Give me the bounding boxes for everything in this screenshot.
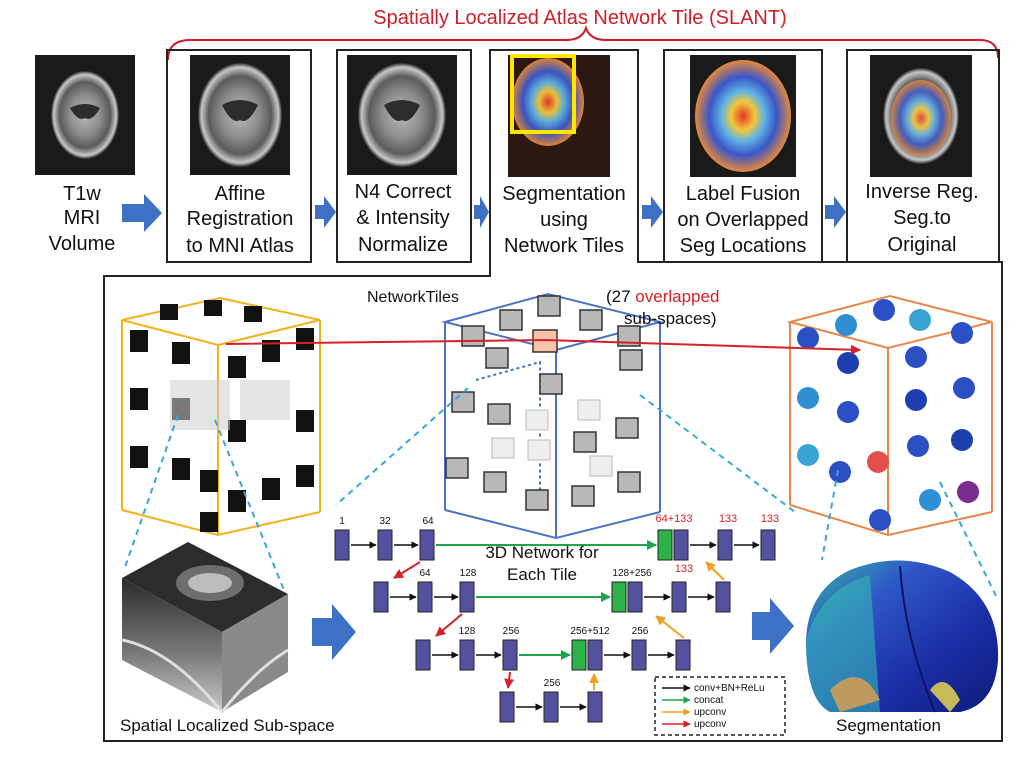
legend-label-upconv-red: upconv xyxy=(694,719,726,730)
network-tiles-label: NetworkTiles xyxy=(367,289,459,306)
step-label-volume-1: T1w xyxy=(63,183,101,205)
tile-segmentation-image xyxy=(508,55,610,177)
conv-block xyxy=(500,692,514,722)
legend-label-conv: conv+BN+ReLu xyxy=(694,683,765,694)
pipeline-arrow-1 xyxy=(122,194,162,232)
pipeline-arrow-5 xyxy=(825,196,846,228)
legend-label-concat: concat xyxy=(694,695,724,706)
orange-output-cube xyxy=(790,296,992,535)
unet-channel-label: 32 xyxy=(379,516,391,527)
conv-block xyxy=(718,530,732,560)
unet-output-label: 133 xyxy=(761,513,779,525)
conv-block xyxy=(416,640,430,670)
legend-label-upconv-orange: upconv xyxy=(694,707,726,718)
subspace-patch-image xyxy=(122,542,288,712)
step-label-affine-2: Registration xyxy=(187,208,294,230)
network-title-line-2: Each Tile xyxy=(507,565,577,584)
step-label-inverse-3: Original xyxy=(888,234,957,256)
conv-block xyxy=(544,692,558,722)
unet-channel-label: 64 xyxy=(419,568,431,579)
step-label-fusion-2: on Overlapped xyxy=(677,209,808,231)
conv-block xyxy=(418,582,432,612)
unet-channel-label: 256 xyxy=(632,626,649,637)
conv-block xyxy=(460,582,474,612)
inverse-registration-image xyxy=(870,55,972,177)
step-label-volume-3: Volume xyxy=(49,233,116,255)
step-label-volume-2: MRI xyxy=(64,207,101,229)
unet-output-label: 133 xyxy=(675,563,693,575)
unet-channel-label: 1 xyxy=(339,516,345,527)
conv-block xyxy=(674,530,688,560)
overlap-note: (27 overlapped xyxy=(606,287,719,306)
conv-block xyxy=(761,530,775,560)
unet-concat-label: 256+512 xyxy=(570,626,610,637)
unet-channel-label: 256 xyxy=(503,626,520,637)
conv-block xyxy=(588,640,602,670)
unet-output-label: 133 xyxy=(719,513,737,525)
unet-channel-label: 256 xyxy=(544,678,561,689)
subspace-label: Spatial Localized Sub-space xyxy=(120,716,335,735)
conv-block xyxy=(335,530,349,560)
step-label-fusion-1: Label Fusion xyxy=(686,183,801,205)
overlap-note-suffix: sub-spaces) xyxy=(624,309,717,328)
diagram-title: Spatially Localized Atlas Network Tile (… xyxy=(373,7,787,29)
network-tiles-cube xyxy=(445,294,660,538)
segmentation-brain-image xyxy=(806,560,998,712)
affine-registration-image xyxy=(190,55,290,175)
conv-block xyxy=(676,640,690,670)
step-label-seg-1: Segmentation xyxy=(502,183,625,205)
overlap-note-prefix: (27 xyxy=(606,287,635,306)
unet-channel-label: 128 xyxy=(459,626,476,637)
overlap-note-highlight: overlapped xyxy=(635,287,719,306)
yellow-subspace-cube xyxy=(122,298,320,535)
label-fusion-image xyxy=(690,55,796,177)
segmentation-label: Segmentation xyxy=(836,716,941,735)
step-label-seg-3: Network Tiles xyxy=(504,235,624,257)
pipeline-arrow-4 xyxy=(642,196,663,228)
step-label-affine-3: to MNI Atlas xyxy=(186,235,294,257)
step-label-n4-3: Normalize xyxy=(358,234,448,256)
conv-block xyxy=(632,640,646,670)
conv-block xyxy=(628,582,642,612)
step-label-n4-2: & Intensity xyxy=(356,207,449,229)
unet-channel-label: 128 xyxy=(460,568,477,579)
concat-block xyxy=(658,530,672,560)
step-label-n4-1: N4 Correct xyxy=(355,181,452,203)
network-to-seg-arrow xyxy=(752,598,794,654)
concat-block xyxy=(572,640,586,670)
conv-block xyxy=(716,582,730,612)
conv-block xyxy=(672,582,686,612)
conv-block xyxy=(460,640,474,670)
conv-block xyxy=(420,530,434,560)
step-label-affine-1: Affine xyxy=(215,183,266,205)
detail-panel: NetworkTiles (27 overlapped sub-spaces) … xyxy=(120,287,998,735)
conv-block xyxy=(588,692,602,722)
unet-concat-label-red: 64+133 xyxy=(655,513,692,525)
conv-block xyxy=(503,640,517,670)
step-label-seg-2: using xyxy=(540,209,588,231)
subspace-to-network-arrow xyxy=(312,604,356,660)
conv-block xyxy=(378,530,392,560)
pipeline-arrow-3 xyxy=(474,196,489,228)
step-label-inverse-1: Inverse Reg. xyxy=(865,181,978,203)
unet-channel-label: 64 xyxy=(422,516,434,527)
n4-normalize-image xyxy=(347,55,457,175)
step-label-inverse-2: Seg.to xyxy=(893,207,951,229)
mri-volume-image xyxy=(35,55,135,175)
step-label-fusion-3: Seg Locations xyxy=(680,235,807,257)
unet-concat-label: 128+256 xyxy=(612,568,652,579)
concat-block xyxy=(612,582,626,612)
conv-block xyxy=(374,582,388,612)
unet-legend: conv+BN+ReLu concat upconv upconv xyxy=(655,677,785,735)
pipeline-arrow-2 xyxy=(315,196,336,228)
